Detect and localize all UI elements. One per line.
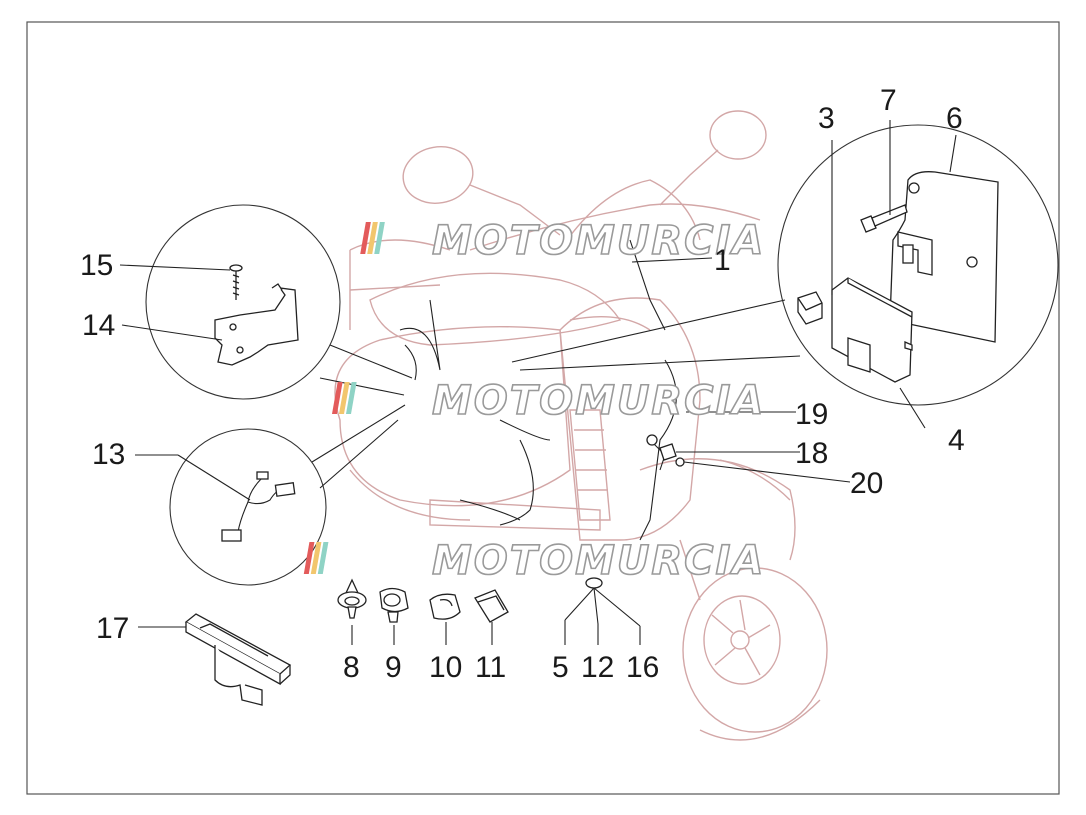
scooter-ghost-outline: [334, 110, 828, 741]
callout-12: 12: [581, 651, 614, 684]
callout-7: 7: [880, 84, 897, 117]
screw-part: [229, 264, 243, 300]
callout-4: 4: [948, 424, 965, 457]
clip-11: [474, 589, 509, 623]
callout-19: 19: [795, 398, 828, 431]
callout-18: 18: [795, 437, 828, 470]
fuse-part: [797, 291, 823, 325]
callout-labels: 1 3 4 5 6 7 8 9 10 11 12 13 14 15 16 17 …: [80, 84, 965, 684]
diagram-frame: [26, 21, 1060, 795]
callout-1: 1: [714, 244, 731, 277]
clip-10: [429, 593, 461, 620]
callout-5: 5: [552, 651, 569, 684]
detail-circle-bracket: [145, 204, 413, 400]
callout-15: 15: [80, 249, 113, 282]
wm-stripe-yellow: [310, 542, 322, 574]
detail-circle-sensor: [169, 404, 406, 586]
clamp-part: [646, 434, 685, 467]
callout-9: 9: [385, 651, 402, 684]
bracket-part: [214, 287, 299, 366]
callout-11: 11: [475, 651, 506, 684]
callout-20: 20: [850, 467, 883, 500]
callout-17: 17: [96, 612, 129, 645]
callout-3: 3: [818, 102, 835, 135]
wm-stripe-yellow: [339, 382, 350, 414]
wm-stripe-red: [303, 542, 315, 574]
watermark-top: MOTOMURCIA: [360, 217, 765, 265]
wm-stripe-red: [332, 382, 343, 414]
watermark-bottom: MOTOMURCIA: [303, 537, 765, 585]
callout-8: 8: [343, 651, 360, 684]
wm-stripe-yellow: [367, 222, 378, 254]
wm-stripe-red: [360, 222, 371, 254]
callout-6: 6: [946, 102, 963, 135]
callout-16: 16: [626, 651, 659, 684]
detail-circle-control-unit: [511, 124, 1059, 406]
watermark-text: MOTOMURCIA: [432, 378, 765, 424]
callout-14: 14: [82, 309, 115, 342]
wm-stripe-teal: [346, 382, 357, 414]
watermark-text: MOTOMURCIA: [432, 218, 765, 264]
cable-guide-part: [184, 613, 292, 706]
wm-stripe-teal: [317, 542, 329, 574]
mounting-plate: [889, 171, 999, 343]
watermark-text: MOTOMURCIA: [432, 538, 765, 584]
callout-10: 10: [429, 651, 462, 684]
leader-lines: [119, 120, 957, 645]
clip-8: [337, 578, 367, 619]
wiring-harness: [399, 239, 677, 541]
bolt-part: [860, 204, 908, 233]
control-unit-part: [831, 277, 913, 383]
callout-13: 13: [92, 438, 125, 471]
clip-9: [379, 587, 409, 623]
wm-stripe-teal: [374, 222, 385, 254]
watermark-middle: MOTOMURCIA: [332, 377, 765, 425]
grommet-part: [564, 577, 641, 627]
